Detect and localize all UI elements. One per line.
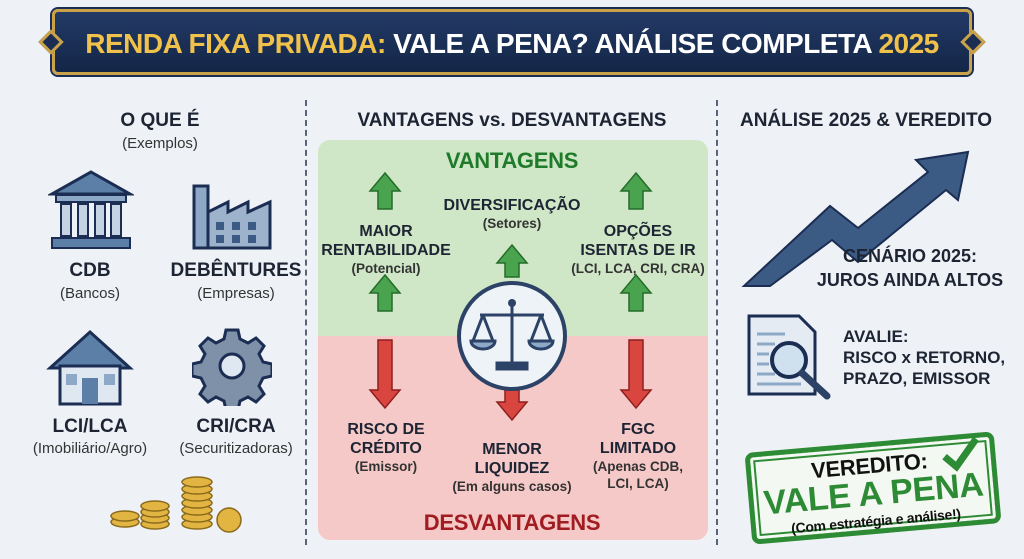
line: ISENTAS DE IR xyxy=(580,242,696,259)
disadvantages-title: DESVANTAGENS xyxy=(423,510,601,535)
disadvantage-item: RISCO DE CRÉDITO (Emissor) xyxy=(347,420,424,475)
item-sub: (Bancos) xyxy=(59,285,121,302)
item-sub: (Imobiliário/Agro) xyxy=(32,440,148,457)
line: PRAZO, EMISSOR xyxy=(843,369,991,388)
item-label: DEBÊNTURES xyxy=(170,260,302,281)
up-arrow-icon xyxy=(619,273,653,312)
sub: LCI, LCA) xyxy=(607,476,669,491)
line: LIQUIDEZ xyxy=(474,460,550,477)
item-label: LCI/LCA xyxy=(52,416,128,437)
item-sub: (Empresas) xyxy=(197,285,275,302)
scenario-line2: JUROS AINDA ALTOS xyxy=(816,270,1004,290)
up-arrow-icon xyxy=(495,243,529,278)
left-heading: O QUE É xyxy=(120,110,200,131)
middle-heading: VANTAGENS vs. DESVANTAGENS xyxy=(357,110,667,131)
disadvantage-item: MENOR LIQUIDEZ (Em alguns casos) xyxy=(452,440,571,495)
title-banner: RENDA FIXA PRIVADA: VALE A PENA? ANÁLISE… xyxy=(52,9,972,75)
up-arrow-icon xyxy=(619,171,653,210)
scale-icon xyxy=(457,281,567,391)
sub: (LCI, LCA, CRI, CRA) xyxy=(571,261,705,276)
house-icon xyxy=(46,329,134,406)
line: RISCO DE xyxy=(347,421,425,438)
coins-icon xyxy=(110,476,242,533)
line: LIMITADO xyxy=(599,440,677,457)
advantage-item: MAIOR RENTABILIDADE (Potencial) xyxy=(321,222,450,277)
line: AVALIE: xyxy=(843,327,909,346)
divider xyxy=(305,100,307,545)
sub: (Apenas CDB, xyxy=(592,459,684,474)
gear-icon xyxy=(192,328,272,406)
down-arrow-icon xyxy=(495,389,529,422)
title-year: 2025 xyxy=(878,28,939,59)
item-label: CRI/CRA xyxy=(196,416,276,437)
sub: (Emissor) xyxy=(354,459,418,474)
verdict-stamp: VEREDITO: VALE A PENA (Com estratégia e … xyxy=(744,431,1002,545)
title-part1: RENDA FIXA PRIVADA: xyxy=(85,28,386,59)
line: RISCO x RETORNO, xyxy=(843,348,1006,367)
sub: (Potencial) xyxy=(351,261,421,276)
divider xyxy=(716,100,718,545)
advantage-item: OPÇÕES ISENTAS DE IR (LCI, LCA, CRI, CRA) xyxy=(571,222,704,277)
up-arrow-icon xyxy=(368,273,402,312)
up-arrow-icon xyxy=(368,171,402,210)
item-label: CDB xyxy=(69,260,111,281)
down-arrow-icon xyxy=(368,339,402,410)
right-heading: ANÁLISE 2025 & VEREDITO xyxy=(739,110,993,131)
line: MAIOR xyxy=(359,223,413,240)
checkmark-icon xyxy=(942,436,979,472)
line: MENOR xyxy=(482,441,542,458)
item-sub: (Securitizadoras) xyxy=(179,440,293,457)
line: RENTABILIDADE xyxy=(321,242,451,259)
trend-arrow-icon xyxy=(741,150,970,287)
advantage-item: DIVERSIFICAÇÃO (Setores) xyxy=(444,196,581,232)
down-arrow-icon xyxy=(619,339,653,410)
line: FGC xyxy=(621,421,655,438)
line: OPÇÕES xyxy=(603,223,673,240)
title-part2: VALE A PENA? ANÁLISE COMPLETA xyxy=(385,28,879,59)
disadvantage-item: FGC LIMITADO (Apenas CDB, LCI, LCA) xyxy=(593,420,683,492)
sub: (Setores) xyxy=(482,216,542,231)
left-subheading: (Exemplos) xyxy=(122,135,198,152)
page-title: RENDA FIXA PRIVADA: VALE A PENA? ANÁLISE… xyxy=(55,28,969,60)
document-search-icon xyxy=(747,314,831,400)
factory-icon xyxy=(192,184,272,250)
line: CRÉDITO xyxy=(350,440,422,457)
sub: (Em alguns casos) xyxy=(452,479,572,494)
bank-icon xyxy=(48,170,134,249)
scenario-line1: CENÁRIO 2025: xyxy=(842,246,978,266)
line: DIVERSIFICAÇÃO xyxy=(443,197,581,214)
arrows xyxy=(368,171,653,422)
advantages-title: VANTAGENS xyxy=(445,148,579,173)
evaluate-text: AVALIE: RISCO x RETORNO, PRAZO, EMISSOR xyxy=(843,326,1005,389)
